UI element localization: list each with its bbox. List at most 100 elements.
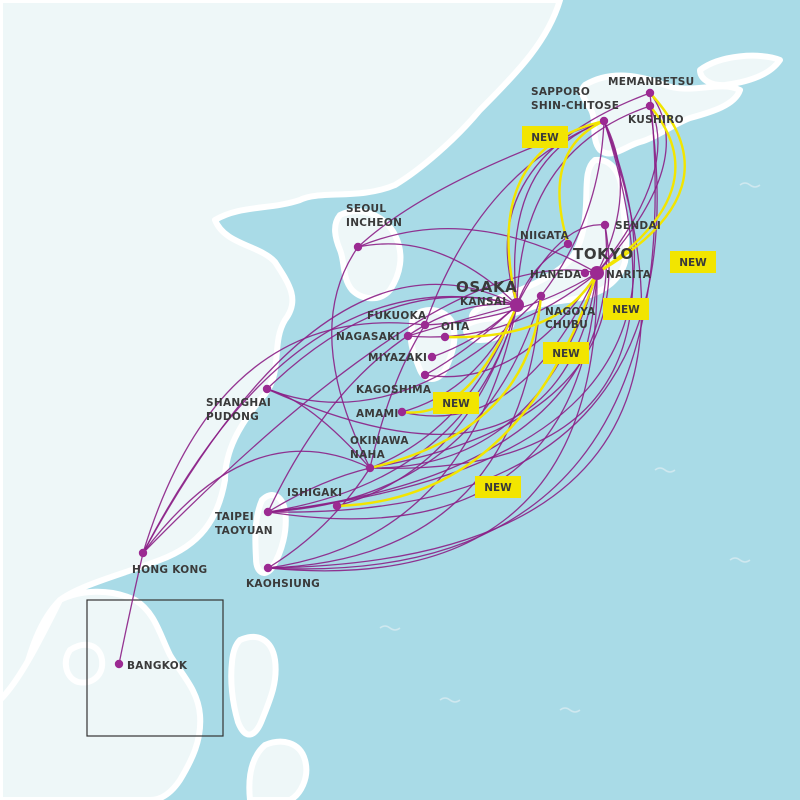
node-kagoshima[interactable]	[420, 370, 430, 380]
land-korea	[332, 208, 404, 302]
node-kushiro[interactable]	[645, 101, 655, 111]
route-osaka-sendai	[516, 224, 606, 306]
label-shanghai: SHANGHAI	[206, 397, 271, 409]
label-amami: AMAMI	[356, 408, 399, 420]
node-hongkong[interactable]	[138, 548, 148, 558]
label-taoyuan: TAOYUAN	[215, 525, 273, 537]
new-route-nagoya-okinawa	[369, 295, 543, 470]
node-tokyo[interactable]	[590, 266, 604, 280]
route-sapporo-fukuoka	[424, 120, 605, 326]
label-kagoshima: KAGOSHIMA	[356, 384, 432, 396]
node-oita[interactable]	[440, 332, 450, 342]
node-ishigaki[interactable]	[332, 501, 342, 511]
label-taipei: TAIPEI	[215, 511, 254, 523]
label-kaohsiung: KAOHSIUNG	[246, 578, 320, 590]
new-route-tokyo-memanbetsu	[596, 92, 686, 275]
node-seoul[interactable]	[353, 242, 363, 252]
route-memanbetsu-kaohsiung	[267, 92, 656, 570]
label-osaka: OSAKA	[456, 278, 517, 296]
node-memanbetsu[interactable]	[645, 88, 655, 98]
label-nagasaki: NAGASAKI	[336, 331, 400, 343]
route-tokyo-sapporo	[596, 120, 622, 274]
route-osaka-bangkok	[142, 283, 518, 554]
route-osaka-niigata	[516, 243, 569, 306]
label-tokyo: TOKYO	[573, 245, 634, 263]
node-bangkok[interactable]	[114, 659, 124, 669]
new-route-tokyo-oita	[444, 272, 599, 339]
route-sendai-okinawa	[369, 224, 610, 469]
bangkok-inset-frame	[86, 599, 224, 737]
label-chubu: CHUBU	[545, 319, 588, 331]
new-badges: NEW NEW NEW NEW NEW NEW	[433, 126, 716, 498]
node-amami[interactable]	[397, 407, 407, 417]
node-okinawa[interactable]	[365, 463, 375, 473]
label-pudong: PUDONG	[206, 411, 259, 423]
route-osaka-kagoshima	[424, 304, 518, 376]
label-miyazaki: MIYAZAKI	[368, 352, 427, 364]
label-sendai: SENDAI	[615, 220, 661, 232]
new-route-osaka-amami	[401, 304, 519, 414]
route-tokyo-kushiro	[596, 105, 659, 274]
svg-text:NEW: NEW	[484, 482, 512, 494]
new-routes	[336, 92, 686, 508]
route-tokyo-seoul	[357, 227, 598, 274]
route-shanghai-nagoya	[266, 295, 542, 403]
new-badge-narita: NEW	[603, 298, 649, 320]
new-route-niigata-sapporo	[558, 119, 605, 245]
route-osaka-fukuoka	[424, 303, 518, 326]
node-kaohsiung[interactable]	[263, 563, 273, 573]
label-hongkong: HONG KONG	[132, 564, 207, 576]
node-haneda[interactable]	[580, 268, 590, 278]
node-osaka[interactable]	[510, 298, 524, 312]
route-kushiro-taipei	[267, 105, 658, 513]
route-okinawa-hongkong	[142, 450, 371, 554]
route-tokyo-kaohsiung	[267, 272, 598, 572]
node-fukuoka[interactable]	[420, 320, 430, 330]
route-osaka-kushiro	[516, 105, 651, 306]
node-nagasaki[interactable]	[403, 331, 413, 341]
label-kushiro: KUSHIRO	[628, 114, 684, 126]
new-badge-kushiro: NEW	[670, 251, 716, 273]
node-shanghai[interactable]	[262, 384, 272, 394]
node-sendai[interactable]	[600, 220, 610, 230]
label-okinawa: OKINAWA	[350, 435, 409, 447]
label-ishigaki: ISHIGAKI	[287, 487, 342, 499]
new-badge-amami: NEW	[433, 392, 479, 414]
new-route-tokyo-kushiro	[596, 105, 677, 274]
route-tokyo-okinawa	[369, 272, 598, 469]
node-nagoya[interactable]	[536, 291, 546, 301]
route-okinawa-taipei	[267, 467, 371, 513]
route-osaka-hongkong	[142, 296, 518, 554]
node-sapporo[interactable]	[599, 116, 609, 126]
node-miyazaki[interactable]	[427, 352, 437, 362]
nodes	[114, 88, 655, 669]
label-niigata: NIIGATA	[520, 230, 570, 242]
node-niigata[interactable]	[563, 239, 573, 249]
route-okinawa-seoul	[331, 246, 371, 469]
route-osaka-nagasaki	[407, 304, 518, 337]
svg-text:NEW: NEW	[531, 132, 559, 144]
label-narita: NARITA	[606, 269, 652, 281]
labels: MEMANBETSU SAPPORO SHIN-CHITOSE KUSHIRO …	[127, 76, 694, 672]
new-badge-ishigaki: NEW	[475, 476, 521, 498]
label-bangkok: BANGKOK	[127, 660, 188, 672]
label-kansai: KANSAI	[460, 296, 506, 308]
land-hainan	[62, 641, 106, 686]
svg-text:NEW: NEW	[552, 348, 580, 360]
new-badge-sapporo: NEW	[522, 126, 568, 148]
land-luzon	[228, 633, 279, 738]
label-nagoya: NAGOYA	[545, 306, 596, 318]
label-shin-chitose: SHIN-CHITOSE	[531, 100, 619, 112]
new-badge-nagoya: NEW	[543, 342, 589, 364]
route-tokyo-hongkong	[142, 269, 598, 554]
route-hongkong-fukuoka	[142, 322, 426, 554]
label-naha: NAHA	[350, 449, 386, 461]
route-kaohsiung-nagoya	[267, 295, 542, 569]
route-sapporo-okinawa	[369, 120, 634, 470]
route-sapporo-kaohsiung	[267, 120, 643, 569]
svg-text:NEW: NEW	[612, 304, 640, 316]
label-sapporo: SAPPORO	[531, 86, 590, 98]
new-route-tokyo-ishigaki	[336, 272, 599, 508]
node-taipei[interactable]	[263, 507, 273, 517]
